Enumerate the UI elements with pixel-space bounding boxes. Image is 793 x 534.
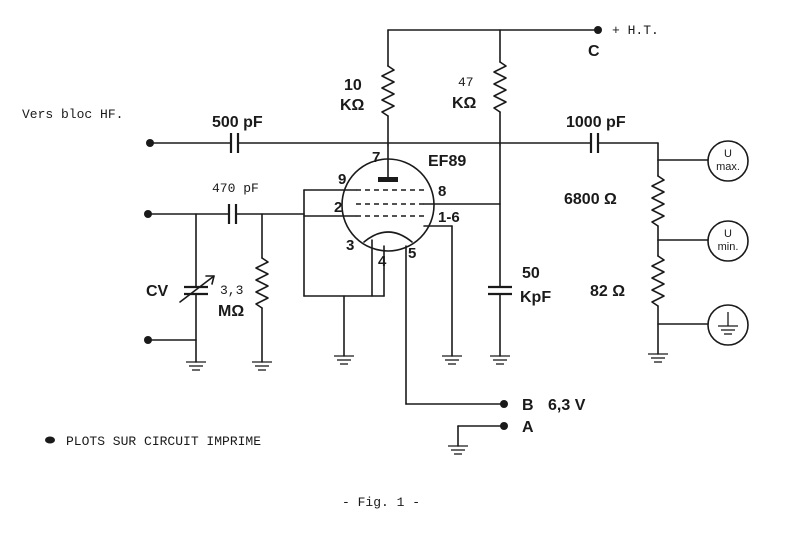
terminal-a-dot bbox=[500, 422, 508, 430]
output-divider bbox=[651, 159, 709, 355]
resistor-10k bbox=[381, 29, 395, 146]
ground-icon bbox=[648, 353, 668, 363]
pin-2: 2 bbox=[334, 199, 342, 216]
ground-symbols bbox=[186, 353, 668, 371]
pin-5: 5 bbox=[408, 245, 416, 262]
input-network bbox=[144, 204, 305, 363]
ground-icon bbox=[186, 361, 206, 371]
label-ht: + H.T. bbox=[612, 23, 659, 38]
pin-4: 4 bbox=[378, 253, 387, 270]
tube-ef89 bbox=[303, 144, 501, 405]
label-c: C bbox=[588, 43, 600, 60]
meter-umax-sub: max. bbox=[716, 161, 740, 173]
meter-umax: U max. bbox=[707, 140, 749, 182]
label-a: A bbox=[522, 419, 534, 436]
heater-supply bbox=[405, 400, 508, 455]
terminal-c-dot bbox=[594, 26, 602, 34]
ground-icon bbox=[448, 445, 468, 455]
label-tube: EF89 bbox=[428, 153, 466, 170]
label-c470: 470 pF bbox=[212, 181, 259, 196]
ground-icon bbox=[252, 361, 272, 371]
ground-icon bbox=[442, 355, 462, 365]
meter-umin-u: U bbox=[724, 228, 732, 240]
meter-umin: U min. bbox=[707, 220, 749, 262]
label-vers-bloc: Vers bloc HF. bbox=[22, 107, 123, 122]
legend-text: PLOTS SUR CIRCUIT IMPRIME bbox=[66, 434, 261, 449]
terminal-b-dot bbox=[500, 400, 508, 408]
pin-9: 9 bbox=[338, 171, 346, 188]
pin-7: 7 bbox=[372, 149, 380, 166]
capacitor-50kpf bbox=[488, 144, 512, 357]
figure-caption: - Fig. 1 - bbox=[342, 495, 420, 510]
label-b: B bbox=[522, 397, 534, 414]
label-r47-val: 47 bbox=[458, 75, 474, 90]
label-cv: CV bbox=[146, 283, 169, 300]
label-c1000: 1000 pF bbox=[566, 114, 626, 131]
legend-dot-icon bbox=[45, 436, 55, 444]
label-c500: 500 pF bbox=[212, 114, 263, 131]
main-line bbox=[146, 133, 659, 161]
label-r33-unit: MΩ bbox=[218, 303, 244, 320]
label-c50-val: 50 bbox=[522, 265, 540, 282]
label-r10-val: 10 bbox=[344, 77, 362, 94]
label-r82: 82 Ω bbox=[590, 283, 625, 300]
meter-ground bbox=[707, 304, 749, 346]
ground-icon bbox=[490, 355, 510, 365]
meter-umin-sub: min. bbox=[718, 241, 739, 253]
label-r47-unit: KΩ bbox=[452, 95, 477, 112]
label-c50-unit: KpF bbox=[520, 289, 551, 306]
meter-umax-u: U bbox=[724, 148, 732, 160]
label-r6800: 6800 Ω bbox=[564, 191, 617, 208]
ht-rail bbox=[387, 26, 602, 34]
pin-8: 8 bbox=[438, 183, 446, 200]
label-r10-unit: KΩ bbox=[340, 97, 365, 114]
pin-1-6: 1-6 bbox=[438, 209, 460, 226]
grid3-loop bbox=[303, 189, 385, 357]
ground-icon bbox=[334, 355, 354, 365]
label-v63: 6,3 V bbox=[548, 397, 586, 414]
pin-3: 3 bbox=[346, 237, 354, 254]
label-r33-val: 3,3 bbox=[220, 283, 243, 298]
resistor-47k bbox=[493, 29, 507, 146]
